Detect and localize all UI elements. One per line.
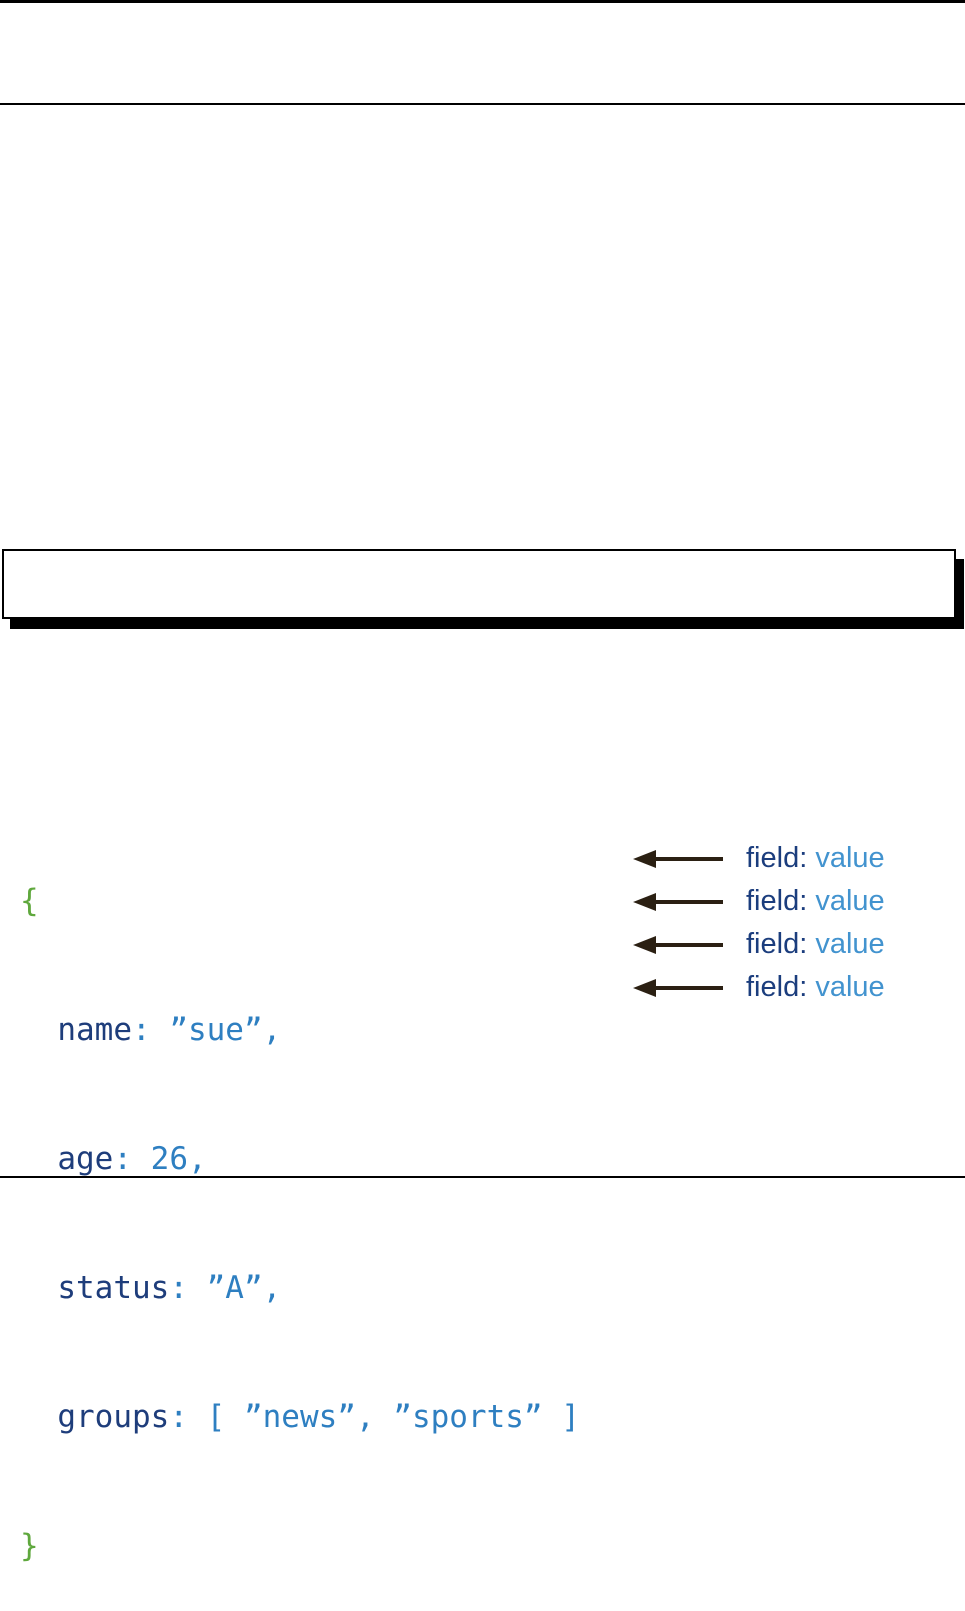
code-field-value: [ ”news”, ”sports” ] xyxy=(206,1399,580,1435)
annotation-label: field: value xyxy=(746,971,885,1004)
left-arrow-icon xyxy=(633,935,723,954)
annotation-value-word: value xyxy=(815,885,885,917)
annotation-field-word: field xyxy=(746,885,800,917)
annotation-label: field: value xyxy=(746,842,885,875)
left-arrow-icon xyxy=(633,978,723,997)
code-separator: : xyxy=(131,1012,170,1048)
field-value-annotation: field: value xyxy=(633,837,885,880)
annotation-colon: : xyxy=(799,885,816,917)
code-field-name: groups xyxy=(57,1399,170,1435)
code-field-name: age xyxy=(57,1141,114,1177)
code-field-value: ”sue”, xyxy=(169,1012,282,1048)
field-value-annotation: field: value xyxy=(633,880,885,923)
code-indent xyxy=(20,1270,57,1306)
code-field-name: name xyxy=(57,1012,132,1048)
annotation-colon: : xyxy=(799,971,816,1003)
annotation-field-word: field xyxy=(746,928,800,960)
top-border-rule xyxy=(0,0,965,3)
left-arrow-icon xyxy=(633,849,723,868)
code-line-open-brace: { xyxy=(20,880,580,923)
code-line-close-brace: } xyxy=(20,1525,580,1568)
code-line: age: 26, xyxy=(20,1138,580,1181)
field-value-annotation: field: value xyxy=(633,923,885,966)
annotation-value-word: value xyxy=(815,842,885,874)
annotation-colon: : xyxy=(799,928,816,960)
code-indent xyxy=(20,1141,57,1177)
field-value-annotation: field: value xyxy=(633,966,885,1009)
annotation-label: field: value xyxy=(746,885,885,918)
code-line: name: ”sue”, xyxy=(20,1009,580,1052)
annotation-field-word: field xyxy=(746,971,800,1003)
code-separator: : xyxy=(113,1141,151,1177)
code-separator: : xyxy=(169,1399,207,1435)
field-value-annotations: field: value field: value field: value f… xyxy=(633,837,885,1009)
code-line: groups: [ ”news”, ”sports” ] xyxy=(20,1396,580,1439)
code-separator: : xyxy=(169,1270,207,1306)
annotation-colon: : xyxy=(799,842,816,874)
code-indent xyxy=(20,1399,57,1435)
code-field-value: 26, xyxy=(150,1141,207,1177)
code-field-name: status xyxy=(57,1270,170,1306)
annotation-value-word: value xyxy=(815,971,885,1003)
code-line: status: ”A”, xyxy=(20,1267,580,1310)
annotation-label: field: value xyxy=(746,928,885,961)
left-arrow-icon xyxy=(633,892,723,911)
title-box xyxy=(2,549,956,619)
open-brace: { xyxy=(20,883,39,919)
code-indent xyxy=(20,1012,57,1048)
json-document-code: { name: ”sue”, age: 26, status: ”A”, gro… xyxy=(20,794,580,1611)
close-brace: } xyxy=(20,1528,39,1564)
annotation-field-word: field xyxy=(746,842,800,874)
header-divider-rule xyxy=(0,103,965,105)
annotation-value-word: value xyxy=(815,928,885,960)
footer-rule xyxy=(0,1176,965,1178)
code-field-value: ”A”, xyxy=(206,1270,282,1306)
